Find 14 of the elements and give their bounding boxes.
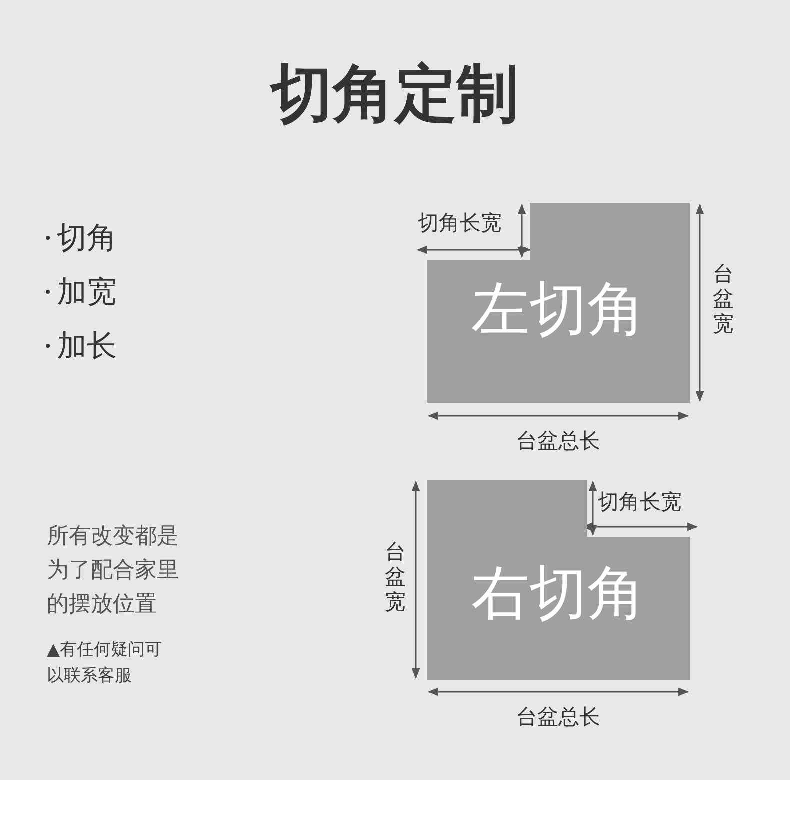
dimension-label: 切角长宽 — [598, 491, 682, 514]
bullet-item: 加长 — [57, 328, 117, 366]
dimension-label: 台盆总长 — [516, 704, 602, 731]
title: 切角定制 — [268, 56, 520, 132]
shape-label: 右切角 — [470, 562, 646, 626]
bullet-item: 切角 — [57, 220, 117, 258]
bullet-item: 加宽 — [57, 274, 117, 312]
shape-label: 左切角 — [470, 278, 646, 342]
dimension-label: 台盆总长 — [516, 428, 602, 455]
dimension-label: 台盆宽 — [713, 262, 735, 337]
note-text: ▲有任何疑问可以联系客服 — [47, 639, 164, 688]
note-text: 所有改变都是为了配合家里的摆放位置 — [47, 523, 180, 619]
dimension-label: 切角长宽 — [418, 212, 502, 236]
dimension-label: 台盆宽 — [385, 540, 407, 615]
